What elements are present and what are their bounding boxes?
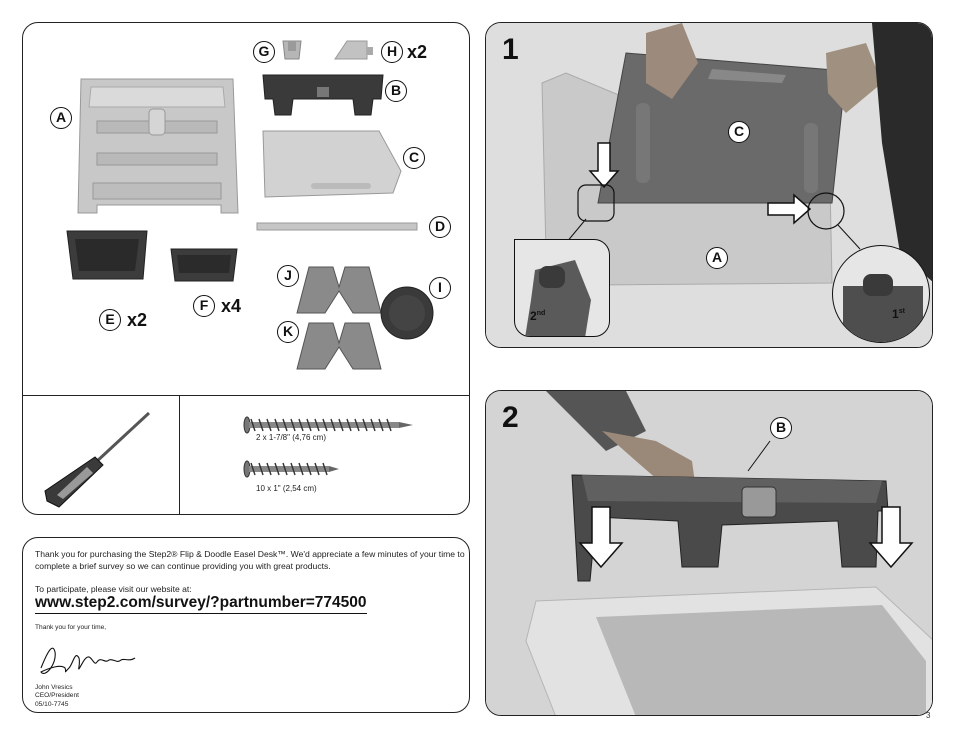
tool-divider xyxy=(179,395,180,514)
part-c-lid xyxy=(262,130,402,198)
short-screw-icon xyxy=(243,460,339,478)
part-g-clip xyxy=(282,40,302,60)
part-j-bracket xyxy=(296,266,382,314)
hardware-divider xyxy=(23,395,469,396)
part-a-desk-body xyxy=(77,78,239,214)
inset-first-suffix: st xyxy=(898,308,905,315)
survey-link[interactable]: www.step2.com/survey/?partnumber=774500 xyxy=(35,594,367,614)
label-a: A xyxy=(706,247,728,269)
survey-closing: Thank you for your time, xyxy=(35,624,107,631)
part-d-strip xyxy=(256,222,418,231)
part-f-small-bin xyxy=(170,248,238,282)
survey-intro: Thank you for purchasing the Step2® Flip… xyxy=(35,549,465,571)
signature-image xyxy=(40,647,136,674)
part-b-tray xyxy=(262,74,384,116)
step1-panel: 1 C A 2nd 1st xyxy=(485,22,933,348)
long-screw-caption: 2 x 1-7/8" (4,76 cm) xyxy=(256,433,326,442)
label-d: D xyxy=(429,216,451,238)
label-h: H xyxy=(381,41,403,63)
step2-panel: 2 B xyxy=(485,390,933,716)
label-b: B xyxy=(385,80,407,102)
label-k: K xyxy=(277,321,299,343)
step2-photo xyxy=(486,391,932,715)
survey-participate: To participate, please visit our website… xyxy=(35,584,192,594)
inset-second-caption: 2nd xyxy=(530,309,545,323)
part-e-large-bin xyxy=(66,230,148,280)
quantity-e: x2 xyxy=(127,310,148,330)
label-e: E xyxy=(99,309,121,331)
label-g: G xyxy=(253,41,275,63)
label-j: J xyxy=(277,265,299,287)
inset-first-number: 1 xyxy=(892,307,899,321)
label-i: I xyxy=(429,277,451,299)
phillips-screwdriver-icon xyxy=(44,411,151,508)
step-number: 2 xyxy=(502,401,519,434)
inset-first-caption: 1st xyxy=(892,307,905,321)
signature-block: John Vresics CEO/President 05/10-7745 xyxy=(35,684,79,709)
part-h-hinge xyxy=(334,40,373,60)
parts-panel: A G H x2 B C D E x2 F x4 J xyxy=(22,22,470,515)
step-number: 1 xyxy=(502,33,519,66)
short-screw-caption: 10 x 1" (2,54 cm) xyxy=(256,484,317,493)
survey-panel: Thank you for purchasing the Step2® Flip… xyxy=(22,537,470,713)
label-c: C xyxy=(728,121,750,143)
quantity-f: x4 xyxy=(221,296,242,316)
label-f: F xyxy=(193,295,215,317)
document-code: 05/10-7745 xyxy=(35,700,69,708)
long-screw-icon xyxy=(243,416,413,434)
signer-title: CEO/President xyxy=(35,692,79,700)
part-i-round-cap xyxy=(380,286,434,340)
quantity-h: x2 xyxy=(407,42,428,62)
inset-second xyxy=(514,239,610,337)
label-a: A xyxy=(50,107,72,129)
part-k-bracket xyxy=(296,322,382,370)
inset-second-suffix: nd xyxy=(536,310,546,317)
label-b: B xyxy=(770,417,792,439)
signer-name: John Vresics xyxy=(35,684,73,691)
inset-first xyxy=(832,245,930,343)
page-number: 3 xyxy=(926,711,931,720)
inset-second-number: 2 xyxy=(530,309,537,323)
label-c: C xyxy=(403,147,425,169)
